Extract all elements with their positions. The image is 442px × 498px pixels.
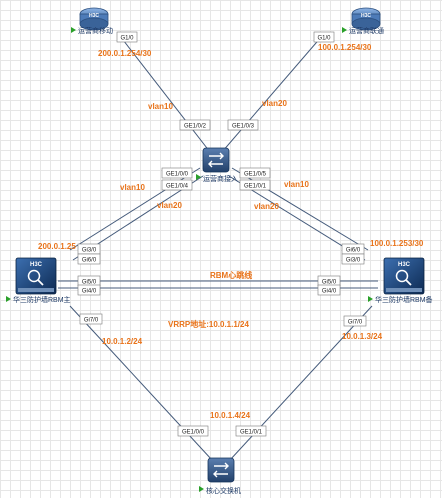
link-unicom-access <box>221 35 323 153</box>
svg-text:GE1/0/2: GE1/0/2 <box>184 124 207 130</box>
firewall-ports <box>386 288 422 292</box>
svg-text:Gi7/0: Gi7/0 <box>348 320 363 326</box>
svg-text:Gi7/0: Gi7/0 <box>84 318 99 324</box>
router-base <box>351 17 381 31</box>
ip-label-mobile: 200.0.1.254/30 <box>98 49 152 58</box>
switch-core[interactable]: 核心交换机 <box>199 457 241 495</box>
status-play-icon <box>71 27 76 33</box>
svg-text:Gi5/0: Gi5/0 <box>82 280 97 286</box>
port-label: GE1/0/3 <box>227 119 259 131</box>
svg-text:Gi4/0: Gi4/0 <box>322 289 337 295</box>
switch-arrows-icon <box>213 462 229 478</box>
vlan-label: vlan20 <box>254 202 279 211</box>
port-label: Gi6/0 <box>341 243 365 255</box>
link-backup-core <box>229 305 373 461</box>
port-label: Gi4/0 <box>77 284 101 296</box>
firewall-ports <box>18 288 54 292</box>
firewall-rbm-main[interactable]: H3C 华三防护墙RBM主 <box>6 257 71 304</box>
port-label: GE1/0/0 <box>177 425 209 437</box>
svg-text:Gi5/0: Gi5/0 <box>322 280 337 286</box>
port-label: Gi5/0 <box>317 275 341 287</box>
svg-text:Gi4/0: Gi4/0 <box>82 289 97 295</box>
firewall-icon <box>15 257 57 295</box>
firewall-icon <box>383 257 425 295</box>
port-label: Gi4/0 <box>317 284 341 296</box>
switch-icon <box>207 457 235 483</box>
annotations: 200.0.1.254/30 100.0.1.254/30 vlan10 vla… <box>38 43 424 420</box>
ip-label-backup-uplink: 100.0.1.253/30 <box>370 239 424 248</box>
device-label: 核心交换机 <box>206 486 241 495</box>
magnifier-icon <box>395 269 409 283</box>
port-labels: G1/0 G1/0 GE1/0/2 GE1/0/3 GE1/0/0 GE1/0/… <box>77 31 367 437</box>
port-label: Gi3/0 <box>77 243 101 255</box>
svg-text:GE1/0/3: GE1/0/3 <box>232 124 255 130</box>
status-play-icon <box>368 296 373 302</box>
status-play-icon <box>342 27 347 33</box>
switch-isp-access[interactable]: 运营商接入 <box>196 147 238 183</box>
port-label: GE1/0/0 <box>161 167 193 179</box>
port-label: G1/0 <box>313 31 335 43</box>
magnifier-handle <box>37 279 44 286</box>
svg-text:Gi6/0: Gi6/0 <box>346 248 361 254</box>
svg-text:GE1/0/5: GE1/0/5 <box>244 172 267 178</box>
firewall-brand: H3C <box>30 262 43 268</box>
switch-icon <box>202 147 230 173</box>
port-label: Gi6/0 <box>77 253 101 265</box>
device-label: 运营商接入 <box>203 174 238 183</box>
status-play-icon <box>196 174 201 180</box>
svg-text:GE1/0/0: GE1/0/0 <box>166 172 189 178</box>
link-main-core <box>69 305 213 461</box>
svg-text:G1/0: G1/0 <box>317 36 331 42</box>
links <box>58 35 378 461</box>
vrrp-address-label: VRRP地址:10.0.1.1/24 <box>168 319 249 329</box>
router-brand: H3C <box>89 13 99 19</box>
status-play-icon <box>6 296 11 302</box>
svg-text:Gi6/0: Gi6/0 <box>82 258 97 264</box>
router-isp-unicom[interactable]: H3C 运营商联通 <box>342 7 384 35</box>
magnifier-handle <box>405 279 412 286</box>
ip-label-main-uplink: 200.0.1.25 <box>38 242 76 251</box>
svg-text:GE1/0/1: GE1/0/1 <box>244 184 267 190</box>
svg-text:Gi3/0: Gi3/0 <box>346 258 361 264</box>
ip-label-backup-downlink: 10.0.1.3/24 <box>342 332 383 341</box>
router-base <box>79 17 109 31</box>
svg-text:GE1/0/4: GE1/0/4 <box>166 184 189 190</box>
port-label: Gi3/0 <box>341 253 365 265</box>
port-label: GE1/0/1 <box>235 425 267 437</box>
link-mobile-access <box>119 35 211 153</box>
port-label: GE1/0/2 <box>179 119 211 131</box>
port-label: Gi5/0 <box>77 275 101 287</box>
status-play-icon <box>199 486 204 492</box>
svg-text:GE1/0/1: GE1/0/1 <box>240 430 263 436</box>
router-isp-mobile[interactable]: H3C 运营商移动 <box>71 7 113 35</box>
port-label: Gi7/0 <box>343 315 367 327</box>
svg-text:G1/0: G1/0 <box>120 36 134 42</box>
vlan-label: vlan20 <box>157 201 182 210</box>
firewall-brand: H3C <box>398 262 411 268</box>
device-label: 运营商联通 <box>349 26 384 35</box>
ip-label-core: 10.0.1.4/24 <box>210 411 251 420</box>
port-label: GE1/0/4 <box>161 179 193 191</box>
port-label: GE1/0/1 <box>239 179 271 191</box>
ip-label-main-downlink: 10.0.1.2/24 <box>102 337 143 346</box>
ip-label-unicom: 100.0.1.254/30 <box>318 43 372 52</box>
vlan-label: vlan10 <box>284 180 309 189</box>
firewall-rbm-backup[interactable]: H3C 华三防护墙RBM备 <box>368 257 433 304</box>
vlan-label: vlan10 <box>148 102 173 111</box>
rbm-heartbeat-label: RBM心跳线 <box>210 270 252 280</box>
svg-text:GE1/0/0: GE1/0/0 <box>182 430 205 436</box>
port-label: GE1/0/5 <box>239 167 271 179</box>
svg-text:Gi3/0: Gi3/0 <box>82 248 97 254</box>
device-label: 华三防护墙RBM主 <box>13 295 71 304</box>
device-label: 华三防护墙RBM备 <box>375 295 433 304</box>
switch-arrows-icon <box>208 152 224 168</box>
router-brand: H3C <box>361 13 371 19</box>
magnifier-icon <box>27 269 41 283</box>
device-label: 运营商移动 <box>78 26 113 35</box>
port-label: G1/0 <box>116 31 138 43</box>
vlan-label: vlan20 <box>262 99 287 108</box>
port-label: Gi7/0 <box>79 313 103 325</box>
vlan-label: vlan10 <box>120 183 145 192</box>
